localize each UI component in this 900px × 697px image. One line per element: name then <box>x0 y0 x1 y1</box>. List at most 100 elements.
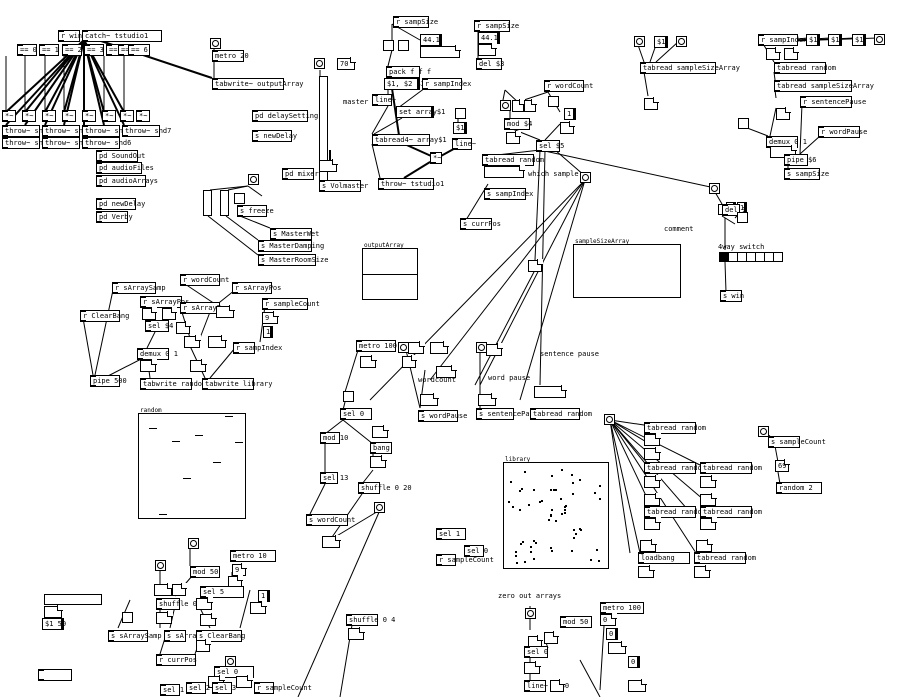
msg-0-c[interactable]: 0 <box>606 628 618 640</box>
wp-num-2[interactable] <box>478 394 496 406</box>
sa-num-3[interactable] <box>216 306 234 318</box>
sw-tgl-2[interactable] <box>737 212 748 223</box>
s-sampIndex-1[interactable]: s sampIndex <box>484 188 533 200</box>
rb-num-10[interactable] <box>696 540 712 552</box>
zo-num-3[interactable] <box>608 642 626 654</box>
lb-bang[interactable] <box>758 426 769 437</box>
r-win[interactable]: r win <box>58 30 82 42</box>
mod-10[interactable]: bang <box>370 442 392 454</box>
bl-num-4[interactable] <box>196 598 212 610</box>
sel-2[interactable]: r sampIndex <box>233 342 282 354</box>
rb-num-7[interactable] <box>644 518 660 530</box>
r-wordPause[interactable]: r wordPause <box>818 126 867 138</box>
tabread-random-7[interactable]: tabread random <box>700 506 762 518</box>
sa-num-5[interactable] <box>184 336 200 348</box>
tabread-random-6[interactable]: tabread random <box>644 506 706 518</box>
ci-num-3[interactable] <box>370 456 386 468</box>
bl-num-5[interactable] <box>250 602 266 614</box>
ci-num-4[interactable] <box>322 536 340 548</box>
wc-send-num-2[interactable] <box>430 342 448 354</box>
sel-5-b[interactable]: s sArrayPos <box>164 630 213 642</box>
zo-num-4[interactable] <box>524 662 540 674</box>
throw-tstudio1[interactable]: throw~ tstudio1 <box>378 178 444 190</box>
wc-num-2[interactable] <box>524 100 536 112</box>
line-tilde-2[interactable]: line~ <box>452 138 476 150</box>
del-3[interactable]: del $3 <box>476 58 504 70</box>
msg-dollar-2[interactable]: $1 <box>806 34 820 46</box>
mul-1[interactable]: *~ <box>2 110 16 122</box>
tabwrite-library[interactable]: tabwrite library <box>202 378 272 390</box>
mod-4[interactable]: mod $4 <box>504 118 532 130</box>
demux-0-1-a[interactable]: demux 0 1 <box>766 136 807 148</box>
sel-5[interactable]: sel $5 <box>536 140 564 152</box>
tabread-random-3[interactable]: tabread random <box>644 422 706 434</box>
zo-bang[interactable] <box>525 608 536 619</box>
r-wordCount[interactable]: r wordCount <box>544 80 593 92</box>
lb-num[interactable]: 69 <box>775 460 789 472</box>
rb-num-6[interactable] <box>700 494 716 506</box>
throw-snd4[interactable]: throw~ snd4 <box>42 137 91 149</box>
r-sArrayPos-2[interactable]: r sArrayPos <box>180 302 229 314</box>
s-sentencePause[interactable]: tabread random <box>530 408 592 420</box>
rt-bang-3[interactable] <box>874 34 885 45</box>
msg-1-b[interactable]: 1 <box>564 108 576 120</box>
throw-snd3[interactable]: throw~ snd3 <box>42 125 91 137</box>
mul-6[interactable]: *~ <box>102 110 116 122</box>
zo-num-2[interactable] <box>544 632 558 644</box>
metro-10[interactable]: mod 50 <box>190 566 220 578</box>
sa-num-9[interactable]: 9 <box>262 312 278 324</box>
r-ClearBang[interactable]: r ClearBang <box>80 310 129 322</box>
sel-0-b[interactable]: r sampleCount <box>436 554 494 566</box>
msg-0-d[interactable]: 0 <box>628 656 640 668</box>
tabread-random-1[interactable]: tabread random <box>482 154 544 166</box>
s-win[interactable]: s win <box>720 290 744 302</box>
eq-1[interactable]: == 1 <box>39 44 59 56</box>
zo-num-5[interactable] <box>550 680 564 692</box>
mul-8[interactable]: *~ <box>136 110 150 122</box>
rt-num-4[interactable] <box>776 108 790 120</box>
r-wordCount-2[interactable]: r wordCount <box>180 274 229 286</box>
ws-num[interactable] <box>528 260 542 272</box>
loadbang[interactable]: s sampleCount <box>768 436 826 448</box>
sel-1-a[interactable]: sel 0 <box>464 545 488 557</box>
mul-5[interactable]: *~ <box>82 110 96 122</box>
tabread-random-4[interactable]: tabread random <box>644 462 706 474</box>
msg-dollar-4[interactable]: $1 <box>852 34 866 46</box>
sp-num[interactable] <box>534 386 566 398</box>
throw-snd7[interactable]: throw~ snd7 <box>122 125 171 137</box>
eq-2[interactable]: == 2 <box>62 44 82 56</box>
tabwrite-random[interactable]: tabwrite random <box>140 378 206 390</box>
shuffle-0-60[interactable]: sel 5 <box>200 586 244 598</box>
eq-3[interactable]: == 3 <box>84 44 104 56</box>
bl-num-2[interactable] <box>154 584 172 596</box>
line-0-30[interactable] <box>38 669 72 681</box>
rb-num-12[interactable] <box>694 566 710 578</box>
s-wordCount[interactable]: s wordPause <box>418 410 467 422</box>
rt-num-3[interactable] <box>784 48 798 60</box>
s-wordPause[interactable]: s sentencePause <box>476 408 542 420</box>
sel-0-a[interactable]: mod 10 <box>320 432 348 444</box>
tabread-random-9[interactable]: tabread random <box>694 552 756 564</box>
bl-bang-2[interactable] <box>155 560 166 571</box>
bang[interactable]: sel 13 <box>320 472 348 484</box>
sel-1-b[interactable]: sel 2 <box>186 682 210 694</box>
wc-tgl[interactable] <box>548 96 559 107</box>
del-1[interactable]: del 1 <box>722 204 746 216</box>
bl-bang-1[interactable] <box>188 538 199 549</box>
r-sampSize[interactable]: r sampSize <box>393 16 438 28</box>
sa-num-7[interactable] <box>140 360 156 372</box>
wc-num-4[interactable] <box>506 132 520 144</box>
tabread-sampleSizeArray-2[interactable]: tabread sampleSizeArray <box>774 80 874 92</box>
msg-1-d[interactable]: 1 <box>263 326 273 338</box>
msg-set-array[interactable]: set array$1 <box>396 106 445 118</box>
s-sArrayPos[interactable]: s sArraySamp <box>108 630 162 642</box>
bl-hslider-num[interactable] <box>44 606 62 618</box>
num-sampsize[interactable] <box>478 44 496 56</box>
mul-toggle[interactable] <box>455 108 466 119</box>
rb-num-8[interactable] <box>700 518 716 530</box>
pd-delaySettings[interactable]: pd delaySettings <box>252 110 322 122</box>
msg-dollar-3[interactable]: $1 <box>828 34 842 46</box>
master-bang[interactable] <box>314 58 325 69</box>
r-sArrayPos-1[interactable]: r sArrayPos <box>140 296 189 308</box>
rt-bang-2[interactable] <box>676 36 687 47</box>
